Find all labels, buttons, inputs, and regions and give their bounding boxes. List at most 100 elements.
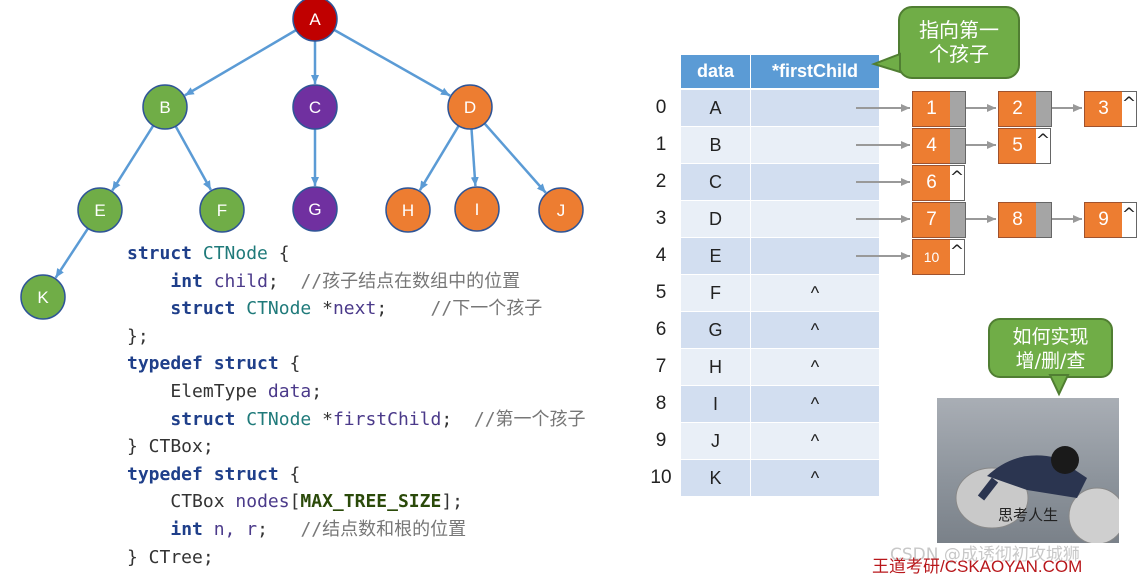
person-illustration — [955, 446, 1119, 543]
callout-how-to: 如何实现 增/删/查 — [988, 318, 1113, 378]
child-node-2: 2 — [998, 91, 1053, 127]
child-node-data: 3 — [1084, 91, 1123, 127]
callout-tail-2 — [1048, 374, 1070, 397]
tree-node-label-G: G — [308, 200, 321, 219]
table-cell-firstchild: ^ — [751, 386, 879, 422]
child-node-next — [1036, 202, 1052, 238]
tree-node-F — [199, 187, 245, 233]
tree-node-label-E: E — [94, 201, 105, 220]
tree-node-label-I: I — [475, 200, 480, 219]
code-line-12: } CTree; — [127, 546, 214, 568]
code-line-1: struct CTNode { — [127, 243, 290, 264]
tree-node-C — [292, 84, 338, 130]
callout-tail — [870, 52, 901, 74]
table-cell-data: B — [681, 127, 750, 163]
child-node-next — [950, 202, 966, 238]
code-line-5: typedef struct { — [127, 353, 301, 375]
tree-node-H — [385, 187, 431, 233]
row-index: 6 — [655, 319, 667, 340]
code-line-10: CTBox nodes[MAX_TREE_SIZE]; — [170, 491, 463, 513]
edge-B-E — [111, 124, 155, 192]
table-cell-firstchild: ^ — [751, 312, 879, 348]
table-cell-firstchild: ^ — [751, 275, 879, 311]
tree-node-label-H: H — [402, 201, 414, 220]
table-cell-data: G — [681, 312, 750, 348]
edge-D-H — [418, 125, 460, 191]
tree-node-D — [447, 84, 493, 130]
code-line-2: int child; //孩子结点在数组中的位置 — [170, 270, 521, 292]
child-node-9: 9^ — [1084, 202, 1139, 238]
code-block: struct CTNode { int child; //孩子结点在数组中的位置… — [127, 240, 586, 571]
code-line-3: struct CTNode *next; //下一个孩子 — [170, 298, 543, 320]
edge-D-J — [483, 122, 547, 194]
table-cell-firstchild: ^ — [751, 349, 879, 385]
code-line-8: } CTBox; — [127, 436, 214, 458]
child-node-1: 1 — [912, 91, 967, 127]
edge-A-B — [184, 29, 297, 97]
table-header-firstchild: *firstChild — [751, 55, 879, 88]
child-node-4: 4 — [912, 128, 967, 164]
row-index: 10 — [650, 467, 672, 488]
tree-node-label-J: J — [557, 201, 566, 220]
child-node-data: 8 — [998, 202, 1037, 238]
code-line-9: typedef struct { — [127, 463, 301, 485]
row-index: 0 — [655, 97, 667, 118]
table-cell-data: F — [681, 275, 750, 311]
table-cell-data: K — [681, 460, 750, 496]
edge-E-K — [54, 227, 89, 279]
child-node-next — [950, 128, 966, 164]
tree-node-G — [292, 186, 338, 232]
child-node-3: 3^ — [1084, 91, 1139, 127]
tree-node-label-A: A — [309, 10, 321, 29]
child-node-next: ^ — [1122, 91, 1137, 127]
tree-node-B — [142, 84, 188, 130]
row-index: 1 — [655, 134, 667, 155]
child-node-next: ^ — [950, 239, 965, 275]
table-cell-firstchild: ^ — [751, 423, 879, 459]
table-cell-data: C — [681, 164, 750, 200]
child-node-data: 10 — [912, 239, 951, 275]
tree-node-label-K: K — [37, 288, 49, 307]
child-node-8: 8 — [998, 202, 1053, 238]
tree-node-label-F: F — [217, 201, 227, 220]
child-node-next — [1036, 91, 1052, 127]
table-cell-data: E — [681, 238, 750, 274]
tree-node-A — [292, 0, 338, 42]
callout-first-child: 指向第一 个孩子 — [898, 6, 1020, 79]
photo-caption: 思考人生 — [997, 506, 1058, 524]
row-index: 7 — [655, 356, 667, 377]
child-node-data: 4 — [912, 128, 951, 164]
tree-node-J — [538, 187, 584, 233]
tree-node-label-D: D — [464, 98, 476, 117]
code-line-7: struct CTNode *firstChild; //第一个孩子 — [170, 408, 586, 430]
child-node-data: 7 — [912, 202, 951, 238]
row-index: 4 — [655, 245, 667, 266]
table-cell-firstchild: ^ — [751, 460, 879, 496]
code-line-4: }; — [127, 325, 149, 347]
child-node-6: 6^ — [912, 165, 967, 201]
row-index: 3 — [655, 208, 667, 229]
child-node-data: 6 — [912, 165, 951, 201]
child-node-data: 1 — [912, 91, 951, 127]
meme-photo: 思考人生 — [937, 398, 1119, 543]
watermark: 王道考研/CSKAOYAN.COM — [872, 557, 1083, 576]
tree-node-label-B: B — [159, 98, 170, 117]
row-index: 2 — [655, 171, 667, 192]
tree-node-E — [77, 187, 123, 233]
child-node-5: 5^ — [998, 128, 1053, 164]
code-line-11: int n, r; //结点数和根的位置 — [170, 518, 467, 540]
child-node-10: 10^ — [912, 239, 967, 275]
child-node-data: 9 — [1084, 202, 1123, 238]
tree-node-K — [20, 274, 66, 320]
row-index: 9 — [655, 430, 667, 451]
child-node-7: 7 — [912, 202, 967, 238]
child-node-next: ^ — [950, 165, 965, 201]
code-line-6: ElemType data; — [170, 380, 323, 402]
child-node-next: ^ — [1122, 202, 1137, 238]
table-cell-data: J — [681, 423, 750, 459]
child-node-data: 5 — [998, 128, 1037, 164]
tree-node-I — [454, 186, 500, 232]
table-cell-data: A — [681, 90, 750, 126]
